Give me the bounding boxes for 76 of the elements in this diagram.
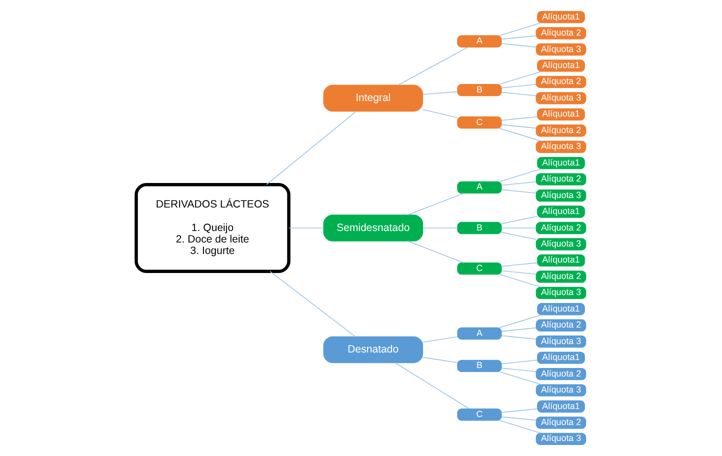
- connector: [501, 270, 536, 275]
- node-box: Alíquota 3: [536, 384, 586, 396]
- node-box: Alíquota 3: [536, 189, 586, 202]
- node-box: Integral: [323, 84, 424, 112]
- connector: [501, 368, 536, 372]
- node-box: Desnatado: [323, 336, 424, 364]
- node-box: A: [457, 35, 502, 48]
- node-box: Alíquota 3: [536, 238, 586, 250]
- connector: [498, 274, 542, 288]
- node-box: DERIVADOS LÁCTEOS 1. Queijo 2. Doce de leite 3. Iogurte: [134, 182, 290, 274]
- node-box: Alíquota1: [537, 60, 585, 72]
- node-box: Alíquota1: [537, 400, 585, 413]
- node-box: Alíquota 2: [536, 416, 586, 429]
- connector: [501, 35, 536, 40]
- node-box: Alíquota 2: [536, 270, 586, 283]
- node-box: Alíquota1: [537, 254, 585, 267]
- connector: [422, 336, 458, 343]
- node-box: A: [457, 181, 502, 194]
- connector: [501, 216, 538, 224]
- connector: [498, 168, 542, 182]
- connector: [498, 371, 542, 385]
- node-box: A: [457, 327, 502, 340]
- node-box: Alíquota 2: [536, 76, 586, 88]
- connector: [501, 181, 536, 186]
- node-box: Alíquota 3: [536, 140, 586, 153]
- connector: [266, 110, 357, 185]
- connector: [422, 109, 458, 118]
- node-box: Alíquota1: [537, 10, 585, 24]
- connector: [501, 360, 538, 364]
- node-box: Alíquota1: [537, 352, 585, 364]
- node-box: Alíquota 2: [536, 173, 586, 186]
- connector: [501, 262, 538, 267]
- node-box: Alíquota1: [537, 206, 585, 218]
- connector: [407, 240, 464, 264]
- connector: [501, 92, 536, 96]
- connector: [422, 91, 458, 95]
- connector: [501, 124, 536, 129]
- node-box: Alíquota 3: [536, 92, 586, 104]
- connector: [501, 416, 536, 421]
- connector: [501, 335, 536, 340]
- node-box: Alíquota 2: [536, 27, 586, 40]
- connector: [501, 327, 536, 332]
- connector: [498, 314, 542, 328]
- connector: [407, 192, 464, 216]
- node-box: C: [457, 262, 502, 275]
- connector: [270, 271, 356, 338]
- connector: [398, 46, 468, 86]
- connector: [394, 362, 470, 410]
- node-box: B: [457, 360, 502, 372]
- connector: [422, 356, 458, 364]
- connector: [501, 189, 536, 194]
- connector: [501, 408, 538, 413]
- node-box: Alíquota1: [537, 303, 585, 316]
- connector: [501, 84, 536, 88]
- node-box: Alíquota 2: [536, 222, 586, 234]
- node-box: Alíquota 2: [536, 368, 586, 380]
- node-box: Alíquota 3: [536, 43, 586, 56]
- connector: [498, 420, 542, 434]
- node-box: Alíquota1: [537, 157, 585, 170]
- connector: [498, 71, 542, 85]
- node-box: Alíquota 3: [536, 336, 586, 348]
- node-box: Semidesnatado: [323, 214, 424, 242]
- node-box: C: [457, 116, 502, 129]
- connector: [498, 128, 542, 142]
- node-box: Alíquota 3: [536, 432, 586, 446]
- node-box: Alíquota 3: [536, 286, 586, 299]
- node-box: C: [457, 408, 502, 421]
- node-box: Alíquota 2: [536, 124, 586, 137]
- connector: [501, 232, 536, 240]
- connector: [501, 116, 538, 121]
- node-box: Alíquota 2: [536, 319, 586, 332]
- connector: [498, 22, 542, 36]
- node-box: B: [457, 84, 502, 96]
- node-box: B: [457, 222, 502, 234]
- connector: [501, 43, 536, 48]
- node-box: Alíquota1: [537, 108, 585, 120]
